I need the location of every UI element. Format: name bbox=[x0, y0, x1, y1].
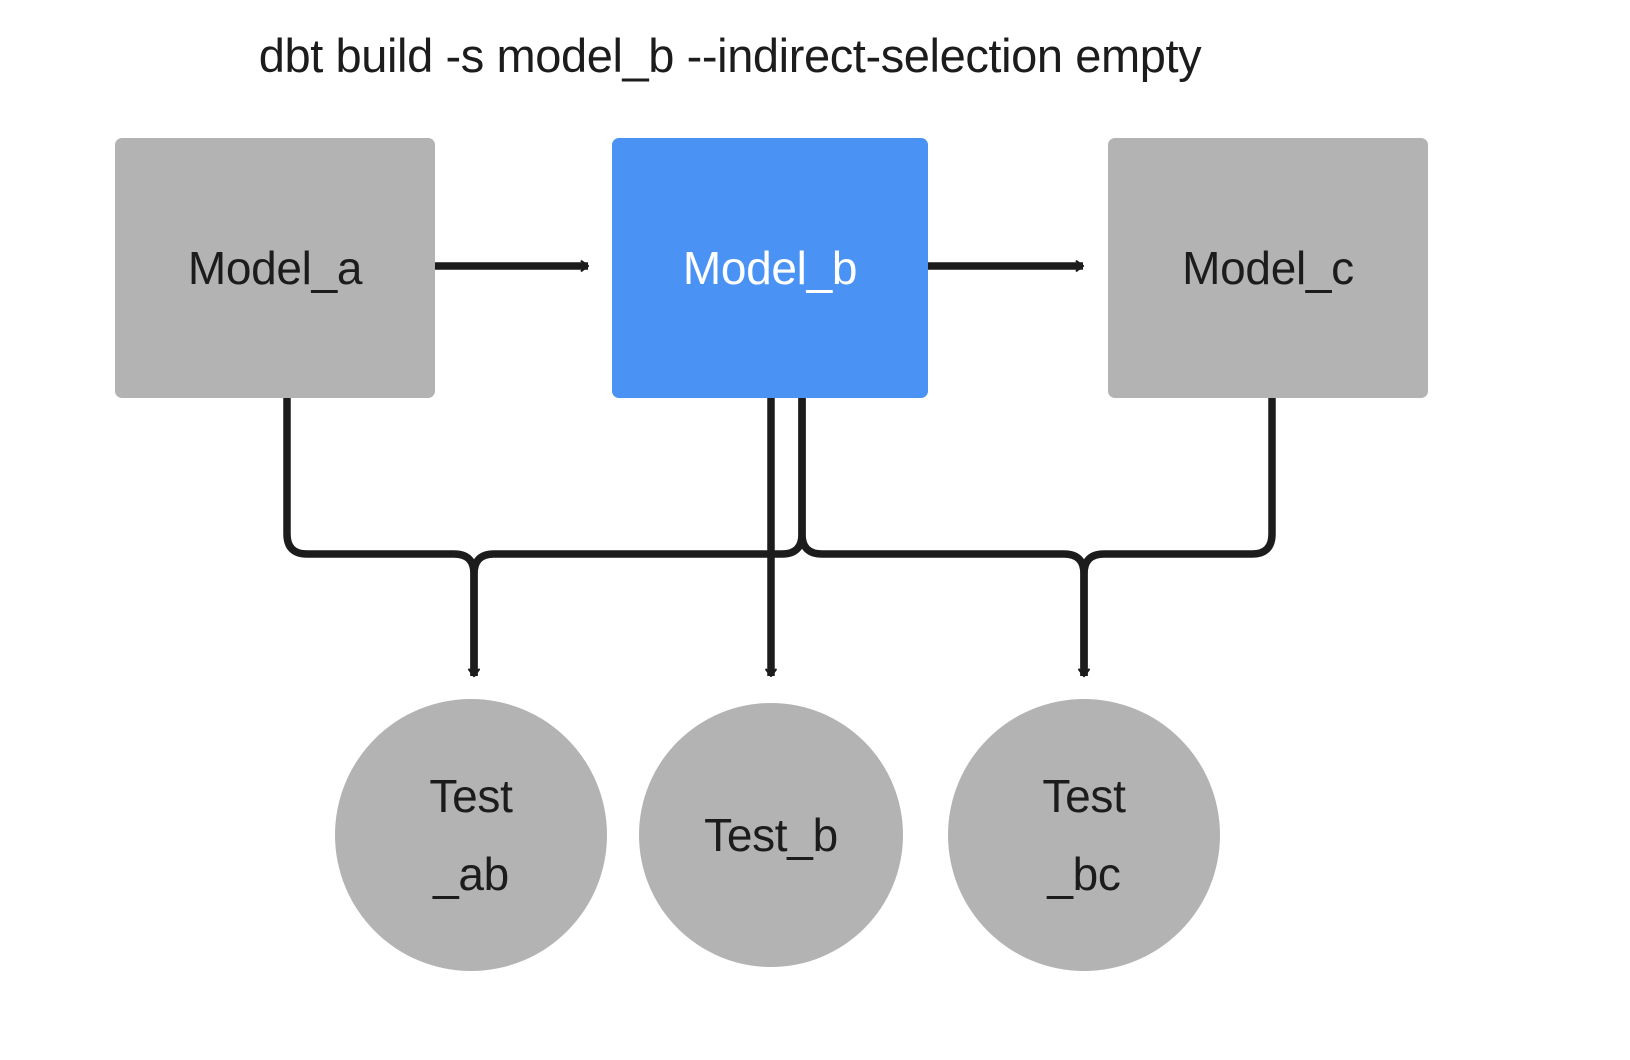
test-node-test-bc[interactable]: Test _bc bbox=[948, 699, 1220, 971]
edge-model-b-to-test-bc bbox=[798, 398, 1090, 678]
model-node-label: Model_c bbox=[1182, 242, 1354, 294]
edge-model-a-to-test-ab bbox=[283, 398, 480, 678]
diagram-title: dbt build -s model_b --indirect-selectio… bbox=[258, 29, 1202, 82]
edge-model-b-to-test-ab bbox=[468, 398, 806, 678]
edge-model-c-to-test-bc bbox=[1078, 398, 1276, 678]
test-node-label-line1: Test_b bbox=[704, 808, 838, 861]
test-node-test-ab[interactable]: Test _ab bbox=[335, 699, 607, 971]
model-node-model-a[interactable]: Model_a bbox=[115, 138, 435, 398]
test-node-label-line2: _ab bbox=[433, 848, 509, 900]
model-node-model-c[interactable]: Model_c bbox=[1108, 138, 1428, 398]
model-node-label: Model_b bbox=[682, 242, 858, 294]
model-node-model-b[interactable]: Model_b bbox=[612, 138, 928, 398]
test-node-test-b[interactable]: Test_b bbox=[639, 703, 903, 967]
test-node-label-line1: Test bbox=[429, 769, 513, 822]
test-node-label-line2: _bc bbox=[1047, 848, 1121, 900]
model-node-label: Model_a bbox=[187, 242, 363, 294]
test-node-label-line1: Test bbox=[1042, 769, 1126, 822]
